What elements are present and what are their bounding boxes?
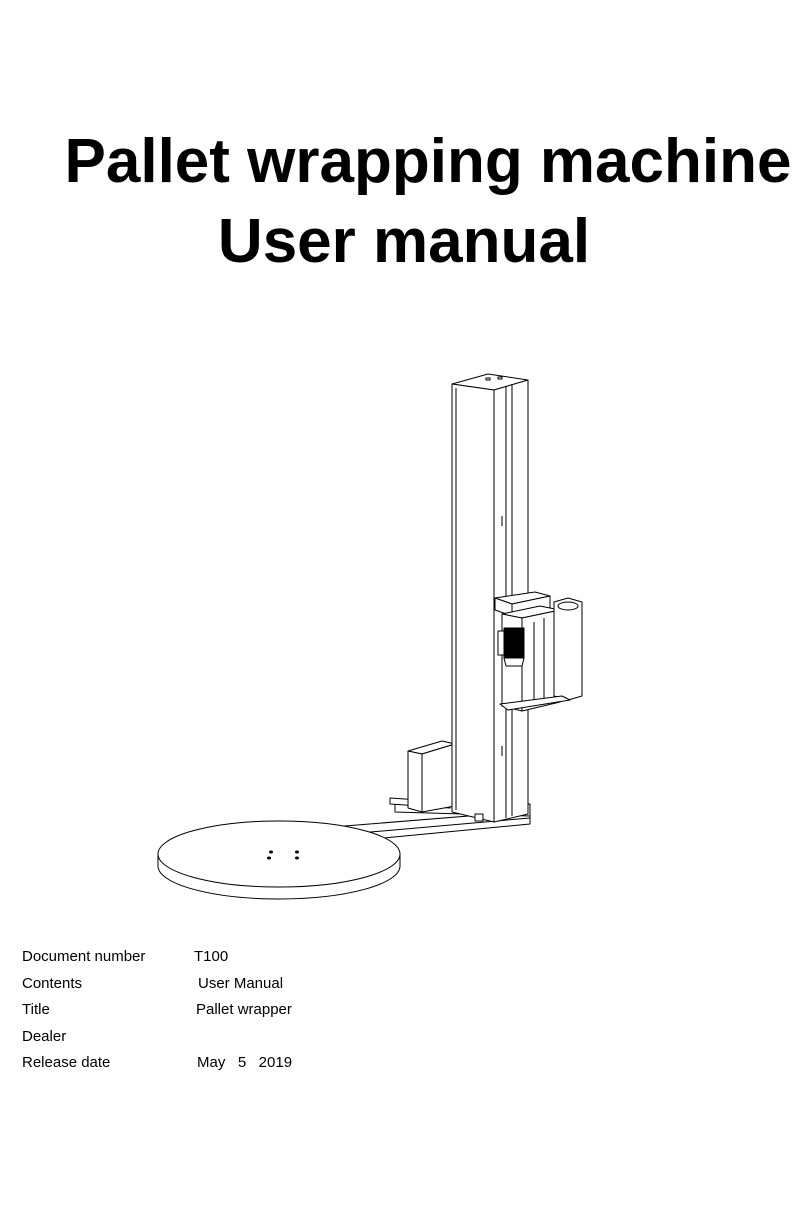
- title-value: Pallet wrapper: [196, 1001, 292, 1018]
- contents-value: User Manual: [198, 974, 284, 992]
- control-box: [407, 740, 456, 813]
- film-carriage: [494, 591, 583, 712]
- release-date-label: Release date: [22, 1054, 111, 1071]
- release-date-value: May 5 2019: [197, 1054, 293, 1071]
- turntable: [157, 820, 401, 900]
- title-label: Title: [22, 1001, 50, 1018]
- mast-column: [451, 373, 529, 823]
- dealer-label: Dealer: [22, 1027, 67, 1045]
- document-title-line-2: User manual: [217, 207, 591, 276]
- document-title-line-1: Pallet wrapping machine: [64, 127, 792, 196]
- document-number-label: Document number: [22, 948, 146, 965]
- document-number-value: T100: [194, 948, 229, 965]
- contents-label: Contents: [22, 974, 83, 992]
- pallet-wrapping-machine-icon: [157, 373, 583, 900]
